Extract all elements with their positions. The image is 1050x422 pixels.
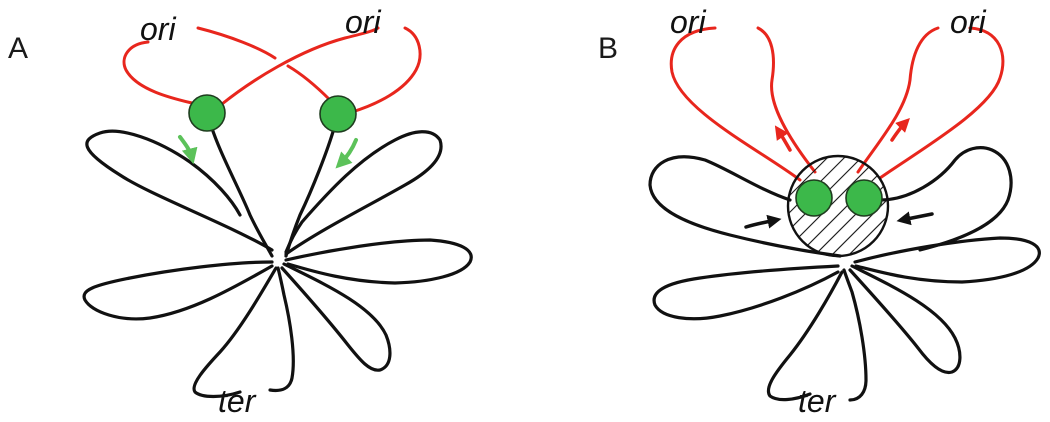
- panel-b-red-strand-4: [856, 26, 940, 174]
- panel-a-ori-right-label: ori: [345, 4, 381, 40]
- panel-b-petal-upper-right: [878, 146, 1013, 252]
- panel-b-replisome-left: [795, 179, 833, 217]
- panel-a: A: [8, 4, 473, 419]
- panel-a-ori-left-label: ori: [140, 11, 176, 47]
- panel-b-red-strand-2: [756, 26, 817, 174]
- panel-b-red-strand-3: [878, 26, 1005, 180]
- panel-a-petal-right: [284, 238, 473, 285]
- panel-b-ter-label: ter: [798, 383, 837, 419]
- panel-a-red-strand-5: [350, 26, 422, 114]
- panel-a-replisome-left: [188, 94, 226, 132]
- panel-b-arrow-push-right: [896, 211, 934, 226]
- panel-a-ter-strand: [268, 266, 295, 393]
- panel-b-ter-strand: [842, 268, 868, 402]
- panel-a-red-strand-2: [196, 26, 277, 60]
- panel-a-petal-lower-right: [280, 262, 392, 372]
- panel-b-ori-right-label: ori: [950, 4, 986, 40]
- panel-a-red-strand-3: [286, 64, 332, 102]
- panel-a-red-strand-1: [122, 40, 198, 106]
- panel-a-arrow-right: [335, 138, 358, 169]
- panel-b-red-strand-1: [669, 26, 802, 182]
- panel-a-chromosome: [82, 120, 473, 399]
- panel-b-petal-lower-left: [766, 270, 844, 402]
- panel-a-ter-label: ter: [218, 383, 257, 419]
- panel-b: B: [598, 4, 1041, 419]
- panel-b-label: B: [598, 32, 618, 65]
- panel-b-petal-right: [853, 236, 1041, 284]
- panel-a-label: A: [8, 32, 28, 65]
- panel-b-petal-left: [652, 264, 840, 321]
- panel-b-arrow-right: [890, 118, 910, 142]
- panel-a-strand-left: [208, 120, 274, 258]
- panel-a-arrow-left: [178, 135, 198, 165]
- panel-b-replisome-right: [845, 179, 883, 217]
- panel-b-petal-lower-right: [848, 264, 962, 375]
- panel-a-replisome-right: [319, 95, 357, 133]
- panel-a-petal-upper-right: [284, 130, 443, 256]
- panel-a-petal-left: [82, 260, 274, 321]
- panel-a-petal-lower-left: [192, 266, 278, 399]
- panel-a-red-strand-4: [220, 26, 380, 106]
- panel-a-replicated-dna: [122, 26, 422, 114]
- panel-b-arrow-left: [774, 125, 792, 152]
- panel-b-petal-upper-left: [648, 155, 842, 258]
- panel-a-petal-upper-left: [85, 129, 274, 252]
- panel-b-ori-left-label: ori: [670, 4, 706, 40]
- panel-b-replicated-dna: [669, 26, 1005, 182]
- panel-b-arrow-push-left: [744, 214, 782, 229]
- panel-a-strand-right: [284, 123, 337, 258]
- panel-b-chromosome: [648, 146, 1041, 402]
